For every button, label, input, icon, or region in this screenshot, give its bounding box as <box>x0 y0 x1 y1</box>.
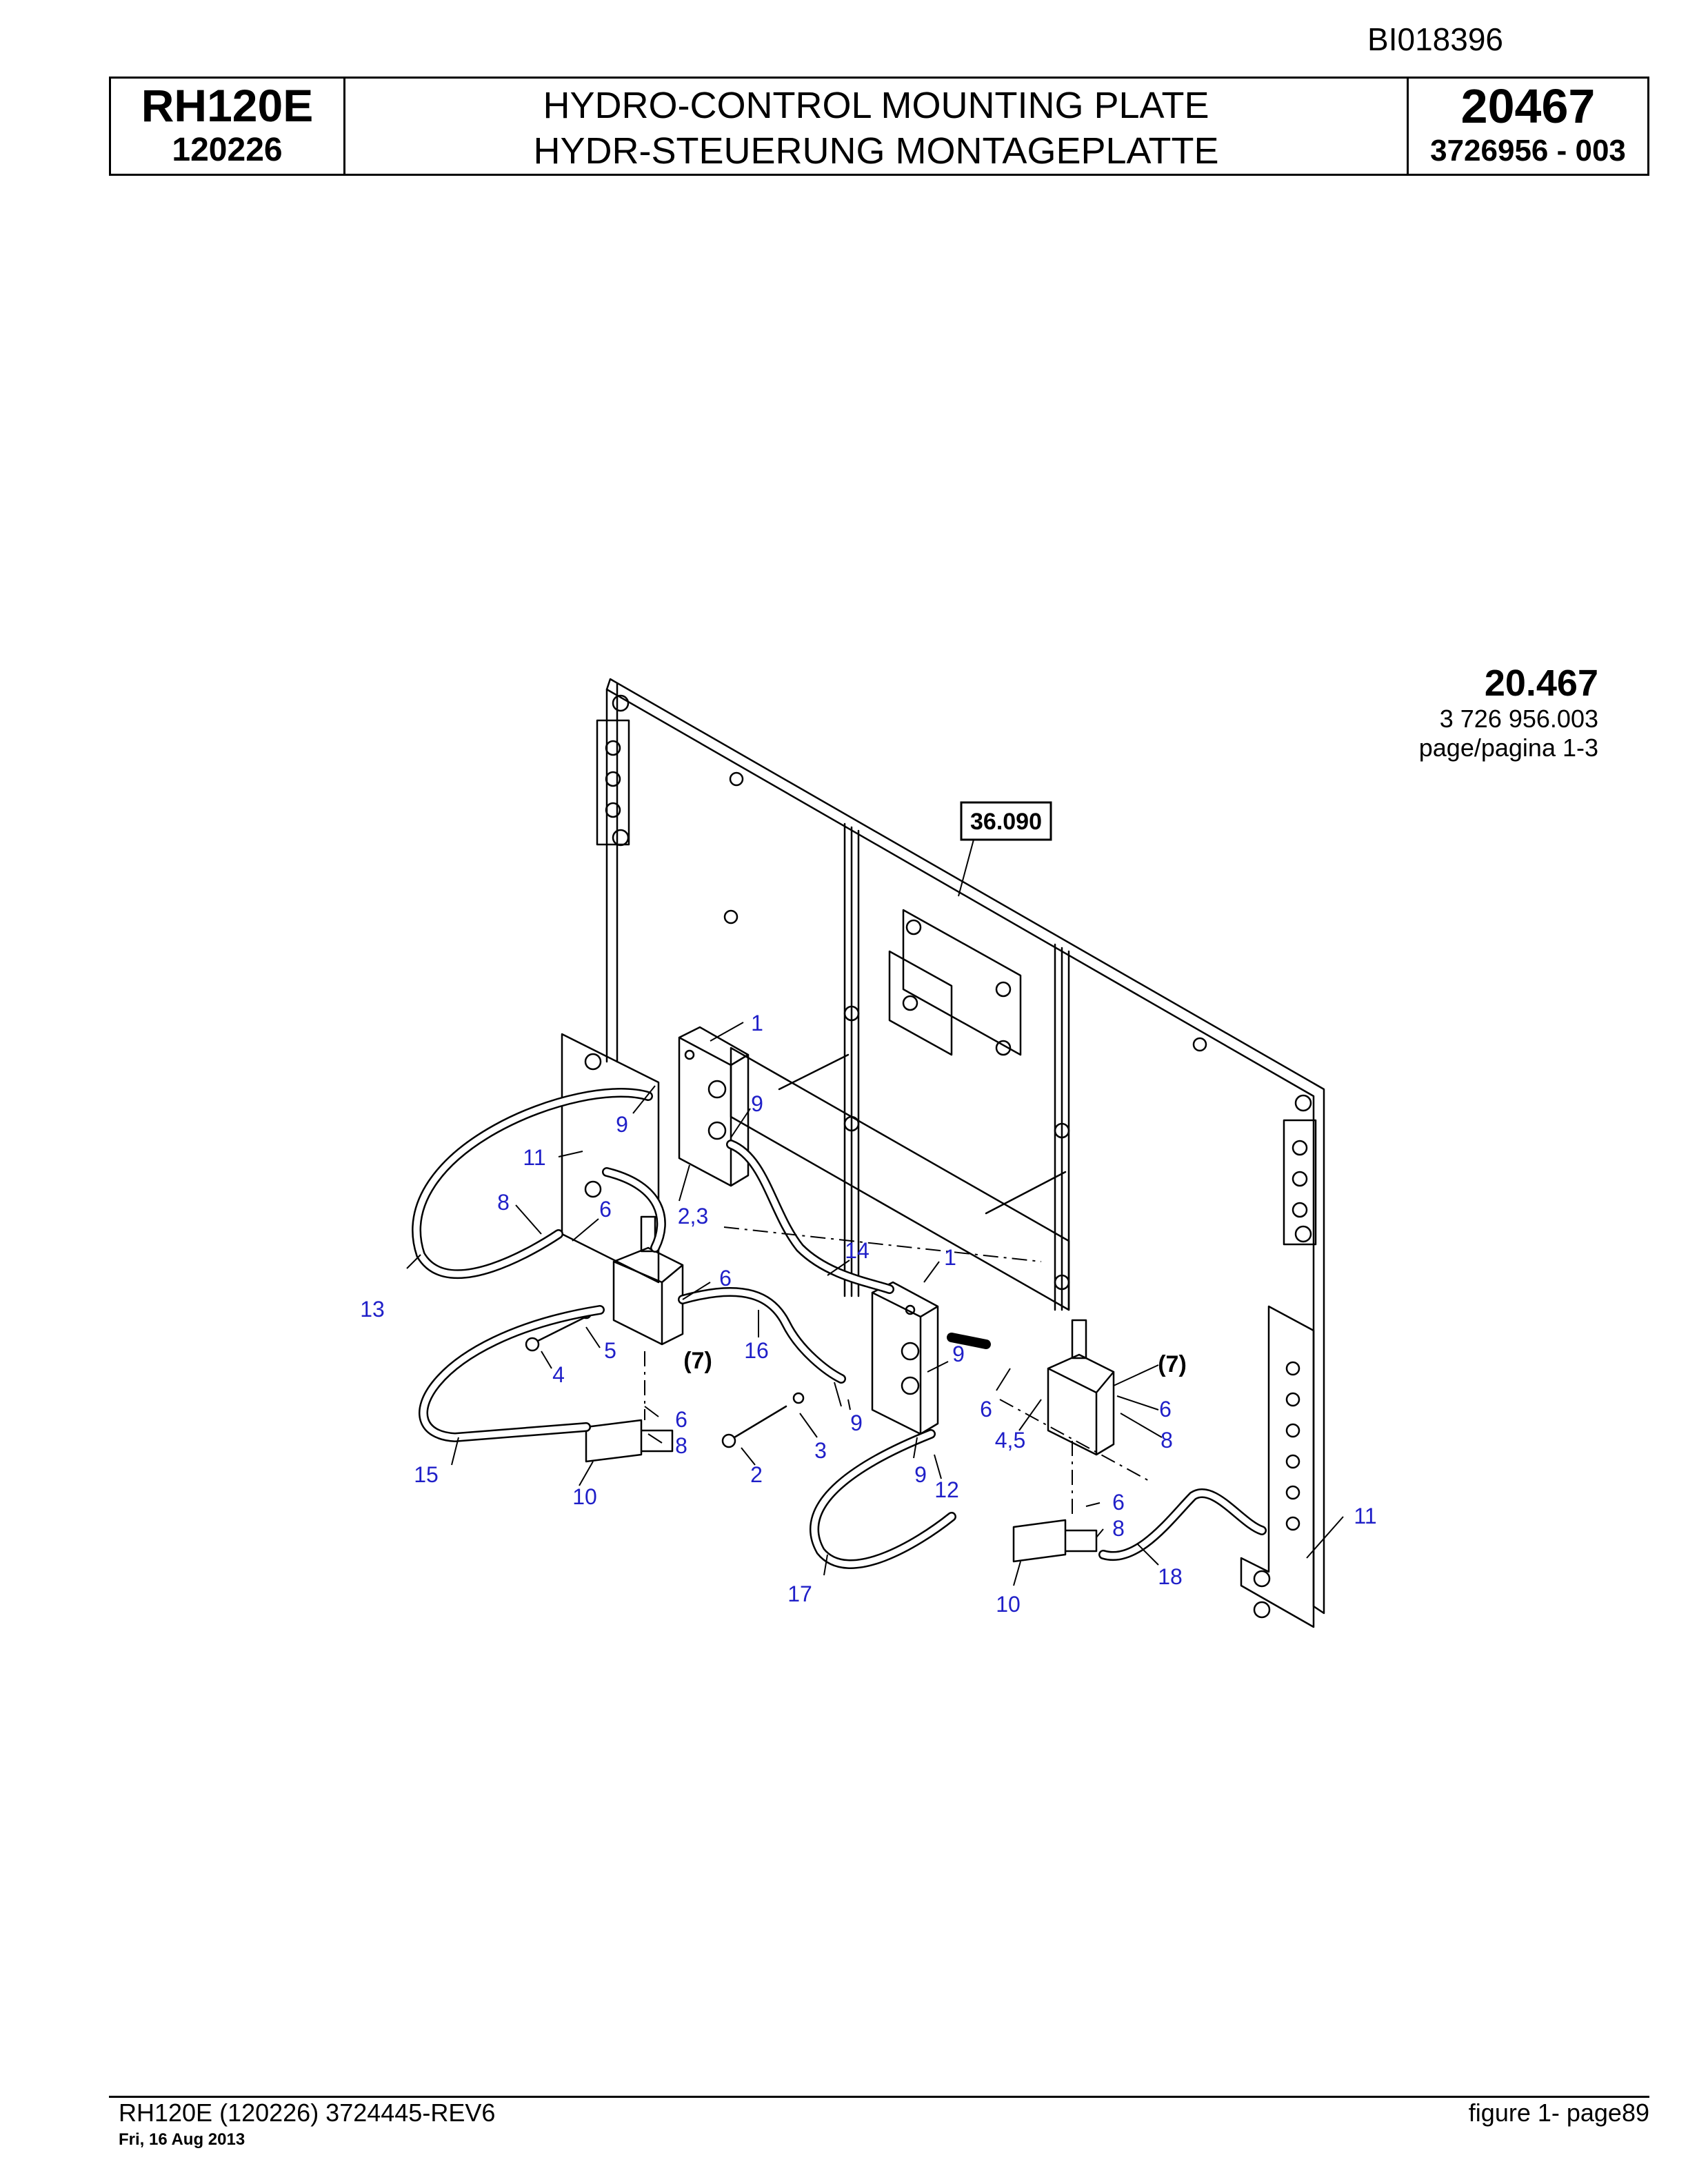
callout-label: 4,5 <box>995 1428 1025 1453</box>
lower-left-bracket <box>561 1033 660 1284</box>
leader-lines <box>406 839 1344 1586</box>
callout-label: 6 <box>1159 1397 1172 1422</box>
callout-label: 6 <box>1112 1490 1125 1515</box>
callout-label: 9 <box>850 1410 863 1435</box>
tee-fitting-right <box>1012 1519 1098 1563</box>
callout-label: 4 <box>552 1362 565 1387</box>
title-block: RH120E 120226 HYDRO-CONTROL MOUNTING PLA… <box>109 77 1649 176</box>
callout-label: 5 <box>604 1338 616 1363</box>
callout-label: 10 <box>572 1484 597 1509</box>
drawing-reference: 20.467 3 726 956.003 page/pagina 1-3 <box>1419 662 1598 762</box>
callout-label: 11 <box>523 1145 545 1170</box>
drawing-ref-part: 3 726 956.003 <box>1439 705 1598 733</box>
ref-box-label: 36.090 <box>970 809 1042 835</box>
pressure-valve-right <box>1047 1353 1115 1456</box>
callout-label: 8 <box>497 1190 510 1215</box>
serial-number: 120226 <box>172 132 283 168</box>
callout-label: (7) <box>683 1348 712 1374</box>
footer-document-ref: RH120E (120226) 3724445-REV6 <box>119 2099 496 2127</box>
callout-label: 15 <box>414 1462 439 1487</box>
model-name: RH120E <box>141 80 314 131</box>
callout-label: 14 <box>845 1238 870 1263</box>
callout-label: 12 <box>934 1477 959 1502</box>
bolt-4 <box>536 1315 587 1342</box>
part-number: 3726956 - 003 <box>1430 134 1626 168</box>
footer-rule <box>109 2096 1649 2098</box>
callout-label: 3 <box>814 1438 827 1463</box>
footer-page-ref: figure 1- page89 <box>1468 2099 1649 2127</box>
centre-lines <box>644 1226 1152 1517</box>
callout-label: 9 <box>952 1342 965 1366</box>
hose-jumper <box>947 1333 991 1349</box>
callout-label: 2 <box>750 1462 763 1487</box>
callout-label: 6 <box>599 1197 612 1222</box>
callout-label: 11 <box>1354 1504 1376 1528</box>
callout-labels: 1 9 9 11 8 6 2,3 6 13 5 4 (7) 16 14 1 9 … <box>360 1011 1376 1617</box>
callout-label: 6 <box>980 1397 992 1422</box>
left-rail <box>843 822 860 1297</box>
callout-label: 6 <box>719 1266 732 1291</box>
title-cell: HYDRO-CONTROL MOUNTING PLATE HYDR-STEUER… <box>345 79 1407 174</box>
figure-cell: 20467 3726956 - 003 <box>1407 79 1647 174</box>
left-top-bracket <box>596 719 630 846</box>
valve-block-1 <box>678 1026 750 1187</box>
callout-label: 9 <box>616 1112 628 1137</box>
right-rail <box>1054 943 1070 1311</box>
diagram-linework <box>525 678 1325 1628</box>
callout-label: 9 <box>914 1462 927 1487</box>
callout-label: 2,3 <box>678 1204 708 1228</box>
title-english: HYDRO-CONTROL MOUNTING PLATE <box>543 85 1209 126</box>
drawing-ref-number: 20.467 <box>1484 663 1598 704</box>
lower-right-bracket <box>1240 1305 1315 1628</box>
callout-label: 18 <box>1158 1564 1183 1589</box>
callout-label: 8 <box>1160 1428 1173 1453</box>
centre-mount-block <box>902 909 1022 1056</box>
figure-number: 20467 <box>1460 79 1596 133</box>
callout-label: 6 <box>675 1407 687 1432</box>
pressure-valve-left <box>612 1246 684 1346</box>
tee-fitting-left <box>585 1419 674 1463</box>
footer-date: Fri, 16 Aug 2013 <box>119 2130 245 2149</box>
callout-label: 17 <box>787 1581 812 1606</box>
drawing-ref-page: page/pagina 1-3 <box>1418 734 1598 762</box>
callout-label: 8 <box>675 1433 687 1458</box>
callout-label: 13 <box>360 1297 385 1322</box>
document-id: BI018396 <box>1367 21 1503 57</box>
callout-label: 1 <box>751 1011 763 1035</box>
title-german: HYDR-STEUERUNG MONTAGEPLATTE <box>533 130 1219 172</box>
callout-label: 9 <box>751 1091 763 1116</box>
callout-label: 16 <box>744 1338 769 1363</box>
ref-box-frame <box>960 801 1052 841</box>
right-top-bracket <box>1283 1119 1317 1246</box>
callout-label: 10 <box>996 1592 1021 1617</box>
callout-label: 1 <box>944 1245 956 1270</box>
model-cell: RH120E 120226 <box>111 79 345 174</box>
bolt-2 <box>733 1405 787 1439</box>
callout-label: (7) <box>1158 1351 1187 1377</box>
callout-label: 8 <box>1112 1516 1125 1541</box>
